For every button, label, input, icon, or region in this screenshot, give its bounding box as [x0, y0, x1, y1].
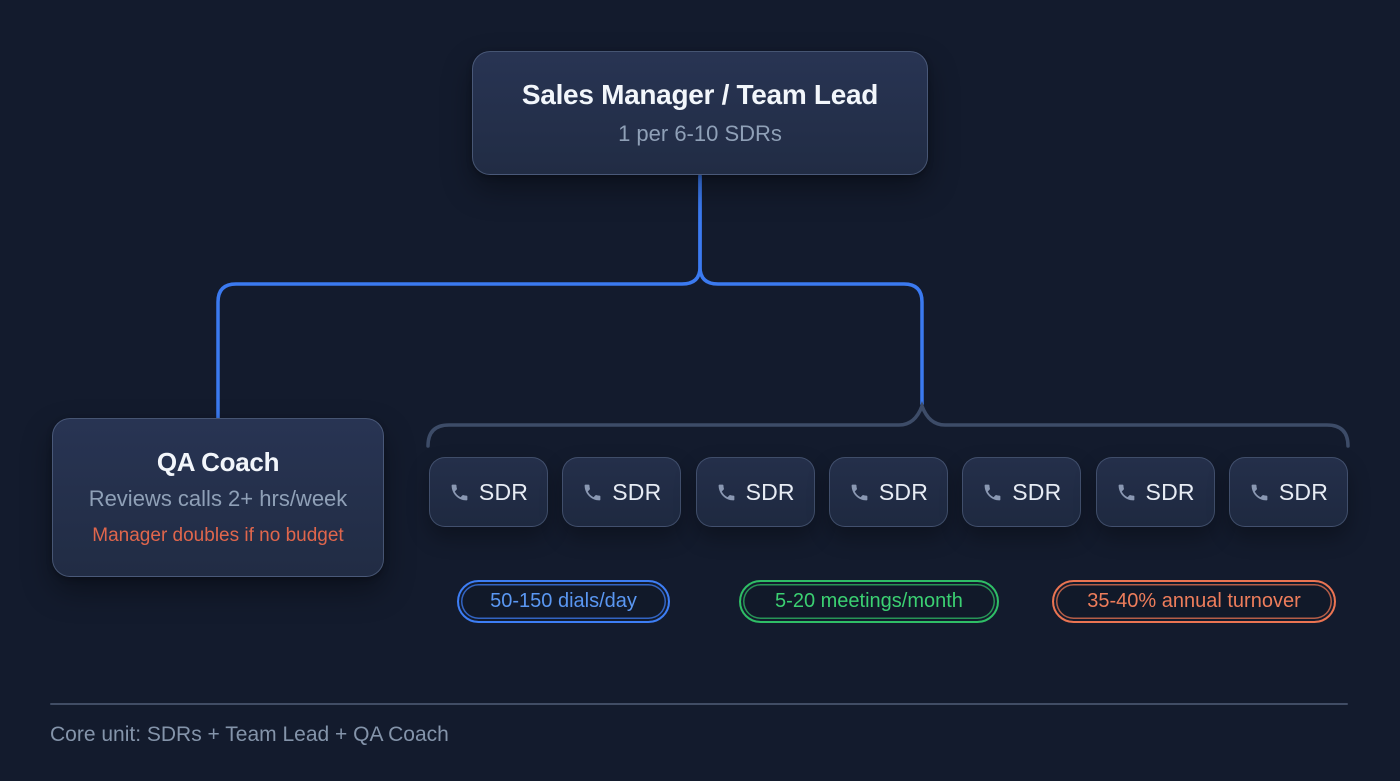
connector-manager-to-sdrs — [698, 174, 924, 406]
node-sdr: SDR — [962, 457, 1082, 527]
node-sales-manager: Sales Manager / Team Lead 1 per 6-10 SDR… — [472, 51, 928, 175]
node-qa-coach: QA Coach Reviews calls 2+ hrs/week Manag… — [52, 418, 384, 577]
badge-annual-turnover: 35-40% annual turnover — [1052, 580, 1336, 623]
connector-manager-to-qa — [216, 174, 702, 422]
qa-note: Manager doubles if no budget — [92, 525, 344, 547]
node-sdr: SDR — [1228, 457, 1348, 527]
footer-divider — [50, 703, 1348, 705]
phone-icon — [582, 482, 603, 503]
node-sdr: SDR — [695, 457, 815, 527]
node-sdr: SDR — [1095, 457, 1215, 527]
node-sdr: SDR — [828, 457, 948, 527]
sdr-group-brace — [426, 400, 1350, 448]
node-sdr: SDR — [429, 457, 548, 527]
qa-subtitle: Reviews calls 2+ hrs/week — [88, 486, 348, 512]
sdr-row: SDR SDR SDR SDR SDR SDR SDR — [429, 457, 1348, 527]
sdr-label: SDR — [612, 478, 662, 505]
sdr-label: SDR — [1145, 478, 1195, 505]
sdr-label: SDR — [478, 478, 529, 505]
node-sdr: SDR — [562, 457, 682, 527]
sdr-label: SDR — [1012, 478, 1062, 505]
footer-note: Core unit: SDRs + Team Lead + QA Coach — [50, 723, 449, 746]
qa-title: QA Coach — [156, 446, 280, 477]
sdr-label: SDR — [878, 478, 929, 505]
manager-subtitle: 1 per 6-10 SDRs — [618, 120, 782, 146]
phone-icon — [1116, 482, 1137, 503]
phone-icon — [449, 482, 470, 503]
phone-icon — [716, 482, 737, 503]
sdr-label: SDR — [745, 478, 795, 505]
phone-icon — [1249, 482, 1270, 503]
badge-meetings-per-month: 5-20 meetings/month — [739, 580, 999, 623]
manager-title: Sales Manager / Team Lead — [521, 79, 879, 111]
phone-icon — [849, 482, 870, 503]
badge-dials-per-day: 50-150 dials/day — [457, 580, 670, 623]
phone-icon — [982, 482, 1003, 503]
sdr-label: SDR — [1278, 478, 1329, 505]
